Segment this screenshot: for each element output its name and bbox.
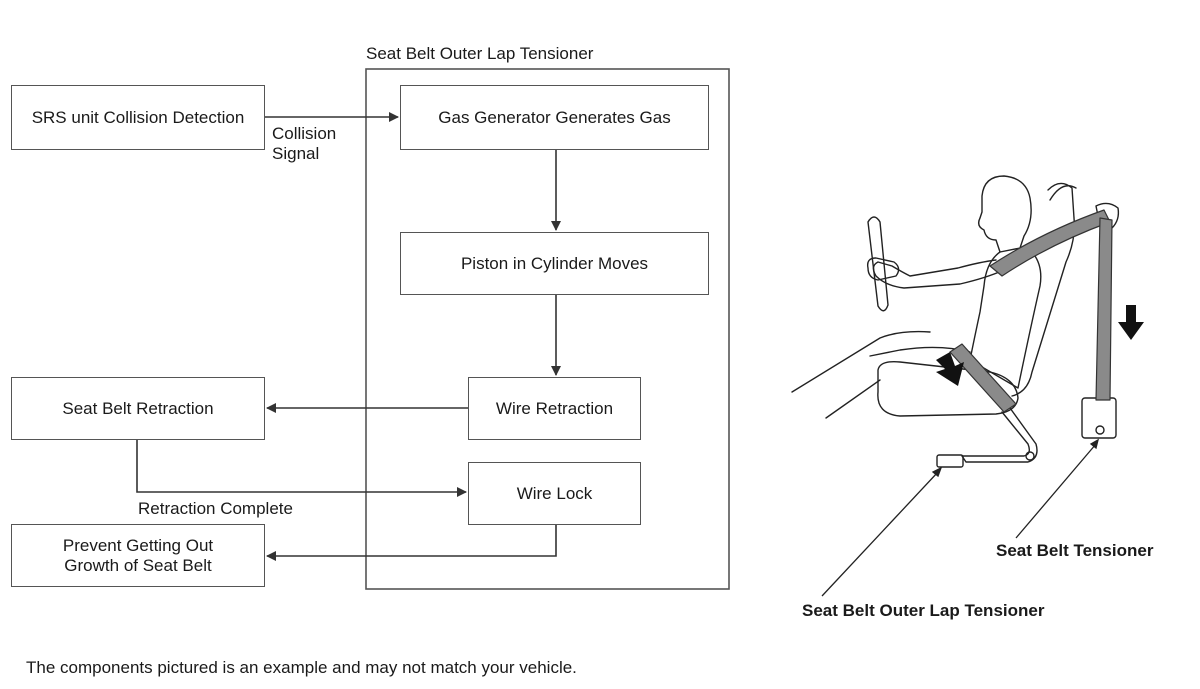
pillar-belt-webbing bbox=[1095, 217, 1113, 401]
driver-arm-icon bbox=[872, 259, 1005, 289]
footer-note: The components pictured is an example an… bbox=[26, 658, 577, 677]
arrow-wire-lock-to-prevent bbox=[266, 524, 557, 561]
steering-wheel-icon bbox=[867, 216, 889, 312]
node-srs-label: SRS unit Collision Detection bbox=[31, 107, 245, 127]
lap-tensioner-buckle-icon bbox=[936, 454, 964, 468]
lap-belt-webbing bbox=[949, 343, 1017, 413]
node-wire-retraction-label: Wire Retraction bbox=[495, 398, 614, 418]
lap-tensioner-bolt-icon bbox=[1025, 451, 1035, 461]
floor-line-lower-icon bbox=[825, 379, 881, 419]
node-prevent-label: Prevent Getting Out Growth of Seat Belt bbox=[63, 536, 213, 576]
prevent-line2: Growth of Seat Belt bbox=[64, 555, 212, 575]
seat-back-icon bbox=[1011, 182, 1076, 397]
node-seat-belt-retraction-label: Seat Belt Retraction bbox=[62, 398, 214, 418]
node-gas-generator: Gas Generator Generates Gas bbox=[400, 85, 709, 150]
edge-label-collision-signal: Collision Signal bbox=[272, 124, 336, 164]
collision-line2: Signal bbox=[272, 144, 320, 163]
driver-hand-icon bbox=[866, 257, 900, 281]
pillar-belt-pull-arrow-icon bbox=[1118, 305, 1144, 340]
collision-line1: Collision bbox=[272, 124, 337, 143]
headrest-icon bbox=[1049, 185, 1077, 201]
edge-label-retraction-complete: Retraction Complete bbox=[138, 499, 293, 518]
prevent-line1: Prevent Getting Out bbox=[62, 535, 214, 555]
belt-tensioner-retractor-icon bbox=[1081, 397, 1117, 439]
node-gas-label: Gas Generator Generates Gas bbox=[438, 107, 671, 127]
floor-line-icon bbox=[791, 330, 931, 393]
node-seat-belt-retraction: Seat Belt Retraction bbox=[11, 377, 265, 440]
leader-belt-tensioner bbox=[1015, 443, 1097, 539]
callout-seat-belt-tensioner: Seat Belt Tensioner bbox=[996, 541, 1154, 560]
node-wire-lock: Wire Lock bbox=[468, 462, 641, 525]
arrow-retraction-complete-to-wire-lock bbox=[136, 439, 467, 497]
shoulder-belt-webbing bbox=[989, 209, 1111, 277]
leader-lap-tensioner-arrowhead-icon bbox=[931, 466, 943, 478]
shoulder-anchor-icon bbox=[1095, 202, 1120, 229]
node-wire-retraction: Wire Retraction bbox=[468, 377, 641, 440]
lap-belt-pull-arrow-icon bbox=[936, 352, 964, 386]
lap-tensioner-bracket-icon bbox=[961, 407, 1038, 463]
group-title: Seat Belt Outer Lap Tensioner bbox=[366, 44, 594, 63]
belt-tensioner-bolt-icon bbox=[1095, 425, 1105, 435]
seat-cushion-icon bbox=[877, 360, 1019, 417]
tensioner-group-frame bbox=[365, 68, 730, 590]
leader-belt-tensioner-arrowhead-icon bbox=[1089, 438, 1100, 450]
node-srs-collision-detection: SRS unit Collision Detection bbox=[11, 85, 265, 150]
driver-head-icon bbox=[977, 175, 1032, 253]
node-prevent-growth: Prevent Getting Out Growth of Seat Belt bbox=[11, 524, 265, 587]
callout-seat-belt-outer-lap-tensioner: Seat Belt Outer Lap Tensioner bbox=[802, 601, 1045, 620]
node-piston: Piston in Cylinder Moves bbox=[400, 232, 709, 295]
leader-lap-tensioner bbox=[821, 471, 939, 597]
node-wire-lock-label: Wire Lock bbox=[516, 483, 593, 503]
node-piston-label: Piston in Cylinder Moves bbox=[460, 253, 649, 273]
